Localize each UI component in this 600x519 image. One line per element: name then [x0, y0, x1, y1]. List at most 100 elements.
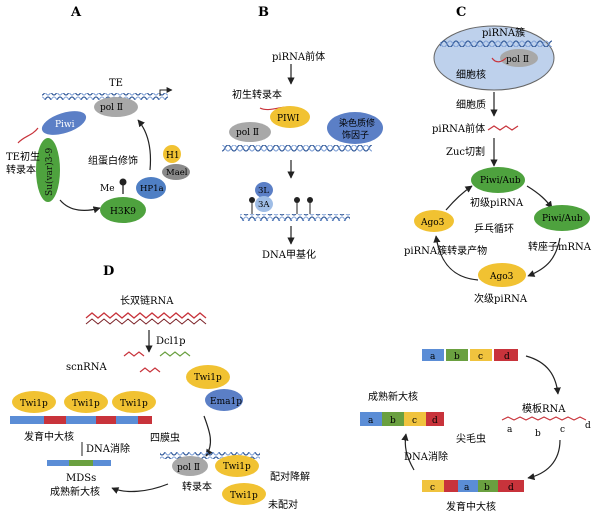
d-transcript-label: 转录本 [182, 480, 212, 493]
panel-c-letter: C [456, 5, 466, 20]
c-dna-helix [440, 40, 552, 47]
d-ema-label: Ema1p [210, 397, 242, 407]
e-oxytricha-label: 尖毛虫 [456, 432, 486, 445]
svg-text:c: c [412, 416, 417, 426]
b-pol2 [229, 122, 271, 142]
c-pingpong-label: 乒乓循环 [474, 222, 514, 235]
c-piwi-aub-2-label: Piwi/Aub [542, 214, 583, 224]
b-precursor-label: piRNA前体 [272, 50, 325, 63]
c-ago3-1-label: Ago3 [420, 218, 445, 228]
suvar-a [36, 138, 60, 202]
histone-mod-label: 组蛋白修饰 [88, 154, 138, 167]
d-scnrna-label: scnRNA [66, 362, 107, 373]
svg-text:c: c [560, 425, 565, 435]
e-new-mac-label: 成熟新大核 [368, 390, 418, 403]
h3k9-label: H3K9 [110, 207, 136, 217]
c-arrow-ago3-2-to-ago3-1 [433, 235, 479, 281]
e-dev-bar: c a b d [422, 480, 524, 493]
b-pol2-label: pol Ⅱ [236, 128, 259, 138]
d-dna-elim-label: DNA消除 [86, 442, 130, 455]
e-arrow-dna-elim [401, 433, 415, 471]
d-twi-unpaired [222, 483, 266, 505]
c-pol2 [500, 49, 538, 67]
d-unpaired-label: 未配对 [268, 498, 298, 511]
d-scn-frag-2 [159, 351, 191, 357]
b-dna-helix [222, 145, 372, 152]
b-3a [255, 196, 273, 212]
c-arrow-primary-to-piwi2 [526, 185, 553, 209]
svg-text:b: b [484, 483, 490, 493]
nascent-rna-a [17, 127, 39, 144]
c-secondary-label: 次级piRNA [474, 292, 528, 305]
b-dna-helix-2 [240, 214, 350, 221]
d-twi-row: Twi1p Twi1p Twi1p [12, 391, 156, 413]
b-dna-meth-label: DNA甲基化 [262, 248, 316, 261]
svg-text:a: a [430, 352, 436, 362]
d-paired-label: 配对降解 [270, 470, 310, 483]
c-precursor-rna [487, 125, 519, 131]
c-piwi-aub-2 [534, 205, 590, 231]
e-template-label: 模板RNA [522, 402, 566, 415]
svg-text:c: c [478, 352, 483, 362]
c-precursor-label: piRNA前体 [432, 122, 485, 135]
d-dna-helix [160, 452, 260, 459]
te-dna-helix [42, 93, 168, 100]
e-template-rna [501, 416, 587, 421]
d-twi-top [186, 365, 230, 389]
c-nascent-rna [491, 57, 507, 63]
svg-text:a: a [507, 425, 513, 435]
e-template-letters: a b c d [507, 421, 591, 439]
hp1a-a [136, 177, 166, 199]
b-3l-label: 3L [258, 186, 269, 196]
svg-text:d: d [585, 421, 591, 431]
d-ema [205, 389, 243, 411]
d-pol2-label: pol Ⅱ [177, 463, 200, 473]
c-zuc-label: Zuc切割 [446, 145, 485, 158]
b-piwi [270, 106, 310, 128]
pol2-a-label: pol Ⅱ [100, 103, 123, 113]
d-twi-paired-label: Twi1p [223, 462, 251, 472]
e-top-bar: a b c d [422, 349, 518, 362]
b-cf-line2: 饰因子 [342, 129, 369, 141]
d-dsrna-label: 长双链RNA [120, 294, 174, 307]
hp1a-label: HP1a [140, 184, 164, 194]
svg-text:b: b [454, 352, 460, 362]
e-dev-mac-label: 发育中大核 [446, 500, 496, 513]
d-tetrahymena-label: 四膜虫 [150, 432, 180, 444]
d-dsrna-strand-1 [85, 312, 207, 319]
d-scn-frag-1 [123, 351, 145, 357]
panel-b: B piRNA前体 初生转录本 PIWI pol Ⅱ 染色质修 饰因子 3L 3… [222, 5, 383, 261]
c-cluster-label: piRNA簇 [482, 26, 525, 39]
te-transcript-line2: 转录本 [6, 163, 36, 176]
c-arrow-ago3-to-piwi1 [445, 185, 473, 211]
e-dna-elim-label: DNA消除 [404, 450, 448, 463]
c-ago3-1 [414, 210, 454, 232]
b-nascent-label: 初生转录本 [232, 88, 282, 101]
c-nucleus-label: 细胞核 [456, 68, 486, 81]
d-arrow-to-mds [111, 483, 169, 494]
mael-label: Mael [166, 168, 188, 178]
mael-a [162, 164, 190, 180]
d-twi-top-label: Twi1p [194, 373, 222, 383]
svg-text:b: b [535, 429, 541, 439]
d-new-mac-label: 成熟新大核 [50, 485, 100, 498]
h1-a [163, 145, 181, 163]
d-dev-mac-bar [10, 416, 152, 424]
c-cytoplasm-label: 细胞质 [456, 98, 486, 111]
c-piwi-aub-1-label: Piwi/Aub [480, 176, 521, 186]
b-piwi-label: PIWI [277, 114, 300, 124]
te-label: TE [109, 78, 123, 89]
panel-e: a b c d 模板RNA a b c d 成熟新大核 a b c d 尖毛虫 … [360, 349, 591, 513]
arrow-h1-pol2 [137, 119, 152, 171]
b-chromatin-factor [327, 112, 383, 144]
h3k9-a [100, 197, 146, 223]
d-scn-frag-3 [139, 367, 161, 373]
d-dev-mac-label: 发育中大核 [24, 430, 74, 443]
svg-text:a: a [464, 483, 470, 493]
svg-text:Twi1p: Twi1p [72, 399, 100, 409]
panel-d-letter: D [103, 264, 114, 279]
c-transposon-label: 转座子mRNA [528, 240, 592, 253]
e-arrow-1 [525, 355, 561, 395]
svg-text:d: d [508, 483, 514, 493]
c-primary-label: 初级piRNA [470, 196, 524, 209]
